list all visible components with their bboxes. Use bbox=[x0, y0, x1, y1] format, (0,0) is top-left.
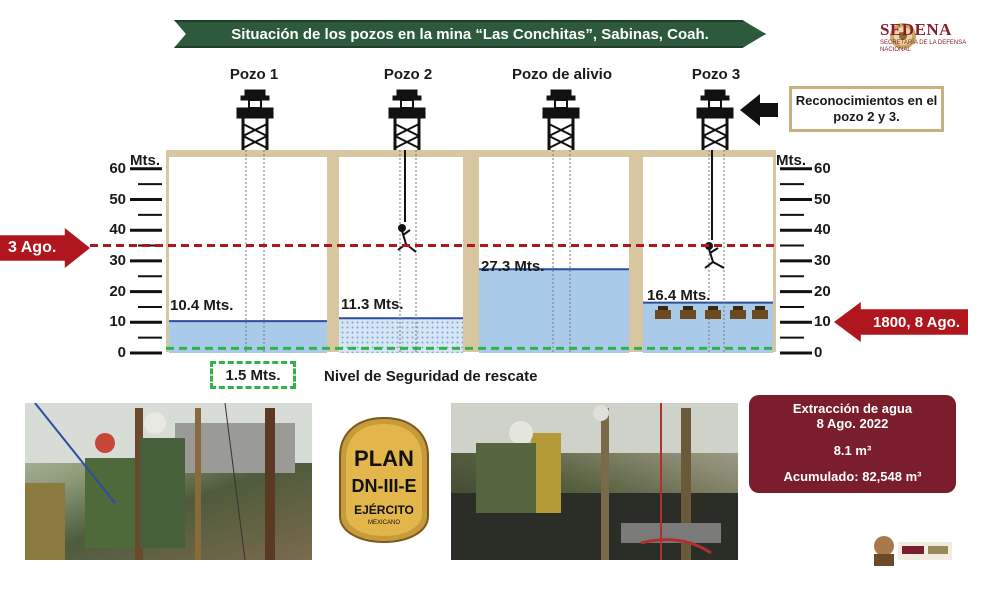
plan-line-3: EJÉRCITO bbox=[354, 502, 414, 517]
pump-icon bbox=[752, 306, 768, 319]
plan-dn-iii-e-badge: PLAN DN-III-E EJÉRCITO MEXICANO bbox=[339, 416, 429, 544]
safety-level-box: 1.5 Mts. bbox=[210, 361, 296, 389]
water-level-label-pozo-2: 11.3 Mts. bbox=[341, 296, 404, 313]
wells-diagram bbox=[90, 89, 812, 355]
stats-date: 8 Ago. 2022 bbox=[816, 416, 889, 431]
title-banner: Situación de los pozos en la mina “Las C… bbox=[174, 20, 766, 48]
recon-note-text: Reconocimientos en el pozo 2 y 3. bbox=[795, 93, 938, 124]
sedena-logo-text: SEDENA bbox=[880, 20, 952, 39]
well-label-pozo-3: Pozo 3 bbox=[691, 66, 741, 83]
axis-tick-label-right: 40 bbox=[814, 221, 831, 239]
headframe-tower-icon bbox=[542, 89, 580, 150]
water-column-3 bbox=[479, 269, 629, 353]
rescuer-pozo-3-icon bbox=[704, 150, 725, 269]
axis-tick-label-right: 20 bbox=[814, 282, 831, 300]
axis-tick-label-right: 60 bbox=[814, 159, 831, 177]
pump-equipment-row bbox=[655, 306, 768, 319]
axis-tick-label-left: 40 bbox=[109, 221, 126, 239]
recon-note-box: Reconocimientos en el pozo 2 y 3. bbox=[789, 86, 944, 132]
well-label-pozo-alivio: Pozo de alivio bbox=[511, 66, 613, 83]
year-2022-emblem-icon bbox=[874, 536, 952, 566]
headframe-tower-icon bbox=[236, 89, 274, 150]
rescue-photo-left bbox=[25, 403, 312, 560]
water-level-label-pozo-alivio: 27.3 Mts. bbox=[481, 258, 545, 275]
plan-line-2: DN-III-E bbox=[352, 476, 417, 496]
axis-tick-label-left: 10 bbox=[109, 313, 126, 331]
water-level-label-pozo-1: 10.4 Mts. bbox=[170, 297, 234, 314]
safety-level-label: Nivel de Seguridad de rescate bbox=[324, 368, 538, 385]
well-divider-1 bbox=[327, 150, 339, 352]
arrow-left-icon bbox=[740, 94, 778, 126]
rescuer-pozo-2-icon bbox=[397, 150, 417, 253]
axis-tick-label-right: 50 bbox=[814, 190, 831, 208]
axis-tick-label-right: 0 bbox=[814, 344, 823, 361]
well-divider-3 bbox=[629, 150, 643, 352]
safety-level-value: 1.5 Mts. bbox=[225, 366, 281, 384]
axis-tick-label-right: 30 bbox=[814, 251, 831, 269]
axis-tick-label-left: 20 bbox=[109, 282, 126, 300]
axis-unit-left: Mts. bbox=[130, 152, 160, 169]
rescue-photo-right bbox=[451, 403, 738, 560]
date-marker-3-ago-label: 3 Ago. bbox=[8, 239, 57, 256]
plan-line-4: MEXICANO bbox=[368, 520, 400, 526]
plan-line-1: PLAN bbox=[354, 446, 414, 471]
well-wall-left bbox=[166, 150, 169, 352]
pump-icon bbox=[730, 306, 746, 319]
axis-tick-label-left: 30 bbox=[109, 251, 126, 269]
axis-tick-label-left: 60 bbox=[109, 159, 126, 177]
stats-total-volume: Acumulado: 82,548 m³ bbox=[783, 469, 922, 484]
axis-tick-label-left: 50 bbox=[109, 190, 126, 208]
headframe-tower-icon bbox=[388, 89, 426, 150]
axis-unit-right: Mts. bbox=[776, 152, 806, 169]
well-label-pozo-1: Pozo 1 bbox=[229, 66, 279, 83]
sedena-emblem-icon bbox=[890, 23, 916, 49]
pump-icon bbox=[655, 306, 671, 319]
axis-tick-label-left: 0 bbox=[117, 344, 126, 361]
axis-tick-label-right: 10 bbox=[814, 313, 831, 331]
stats-daily-volume: 8.1 m³ bbox=[833, 443, 872, 458]
water-level-label-pozo-3: 16.4 Mts. bbox=[647, 287, 711, 304]
sedena-logo-subtitle: SECRETARÍA DE LA DEFENSA NACIONAL bbox=[880, 40, 966, 53]
date-marker-8-ago-label: 1800, 8 Ago. bbox=[873, 313, 960, 331]
pump-icon bbox=[705, 306, 721, 319]
stats-title: Extracción de agua bbox=[792, 401, 913, 416]
headframe-tower-icon bbox=[696, 89, 734, 150]
well-divider-2 bbox=[463, 150, 479, 352]
well-label-pozo-2: Pozo 2 bbox=[383, 66, 433, 83]
pump-icon bbox=[680, 306, 696, 319]
page-title: Situación de los pozos en la mina “Las C… bbox=[231, 25, 709, 43]
well-wall-right bbox=[773, 150, 776, 352]
